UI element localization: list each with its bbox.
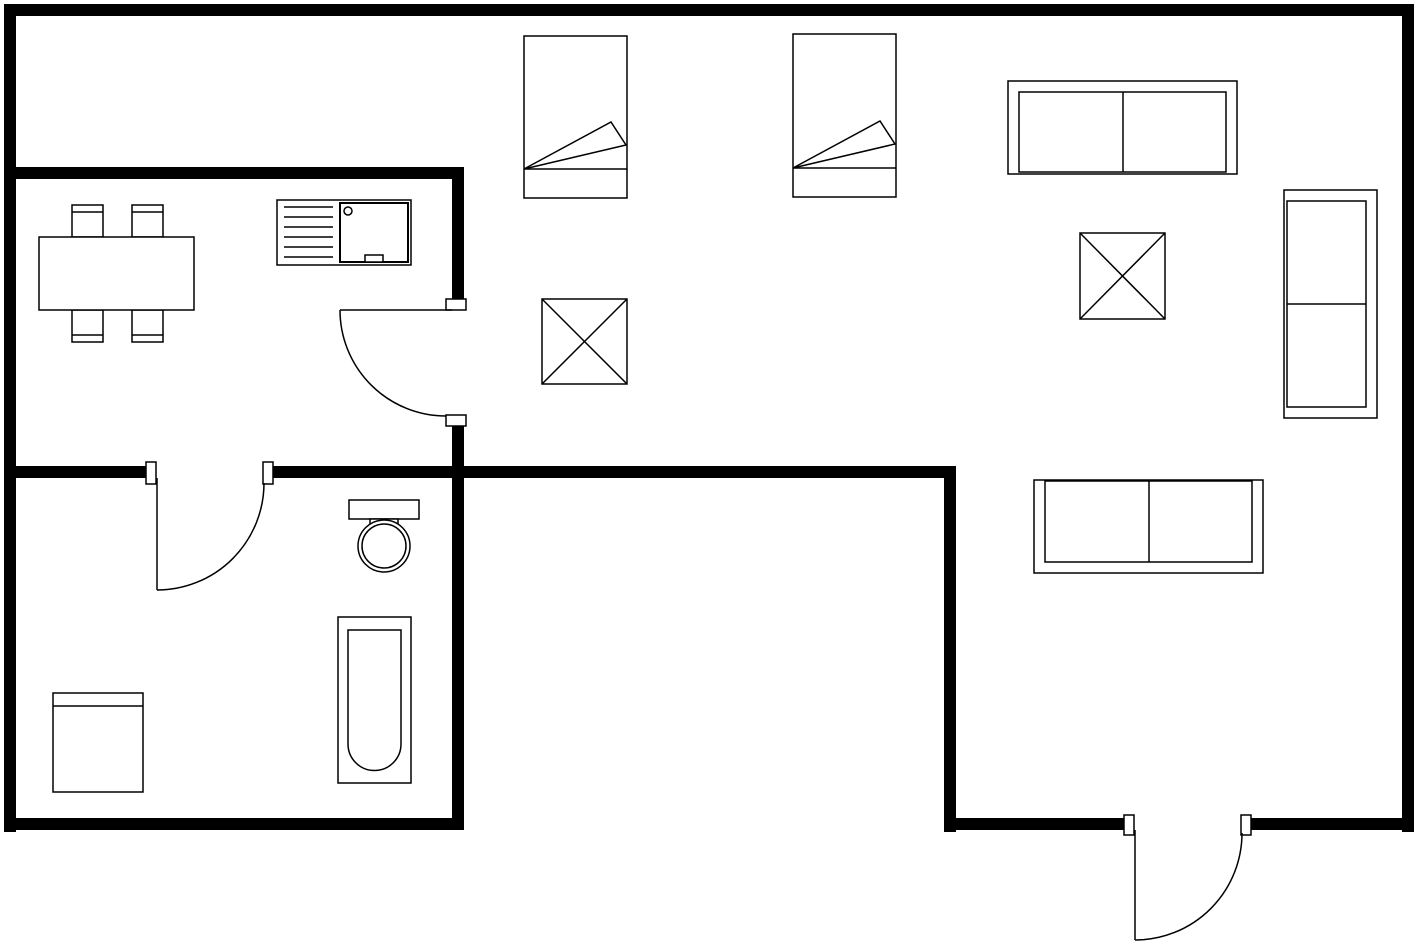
entry-door[interactable]	[1123, 814, 1252, 941]
table	[541, 298, 628, 385]
bed	[523, 35, 628, 199]
chair	[131, 204, 164, 238]
sofa	[1283, 189, 1378, 419]
door-jamb	[1123, 814, 1135, 836]
kitchen-door[interactable]	[339, 298, 467, 427]
dining-set	[38, 204, 195, 343]
door-swing-arc	[1134, 832, 1243, 941]
bed	[792, 33, 897, 198]
cabinet	[52, 692, 144, 793]
door-jamb	[445, 298, 467, 311]
bathtub	[337, 616, 412, 784]
sofa	[1033, 479, 1264, 574]
wall-bottom-right	[1246, 818, 1414, 830]
wall-left	[4, 4, 16, 832]
sofa	[1007, 80, 1238, 175]
door-jamb	[445, 414, 467, 427]
door-jamb	[145, 461, 157, 485]
dining-table	[38, 236, 195, 311]
wall-middle-left	[4, 466, 152, 478]
chair	[71, 309, 104, 343]
wall-kitchen-top	[4, 167, 464, 179]
wall-kitchen-right-upper	[452, 167, 464, 305]
wall-notch	[944, 466, 956, 832]
wall-middle-right	[270, 466, 956, 478]
table	[1079, 232, 1166, 320]
walls	[4, 4, 1414, 832]
door-swing-arc	[339, 309, 447, 417]
wall-bottom-left	[4, 818, 464, 830]
door-jamb	[262, 461, 274, 485]
door-swing-arc	[156, 482, 265, 591]
toilet	[348, 499, 420, 573]
sink	[276, 199, 412, 266]
wall-bottom-mid	[944, 818, 1130, 830]
wall-kitchen-right-lower	[452, 420, 464, 830]
wall-right	[1402, 4, 1414, 832]
chair	[71, 204, 104, 238]
bathroom-door[interactable]	[145, 461, 274, 591]
door-jamb	[1240, 814, 1252, 836]
chair	[131, 309, 164, 343]
wall-top	[4, 4, 1414, 16]
